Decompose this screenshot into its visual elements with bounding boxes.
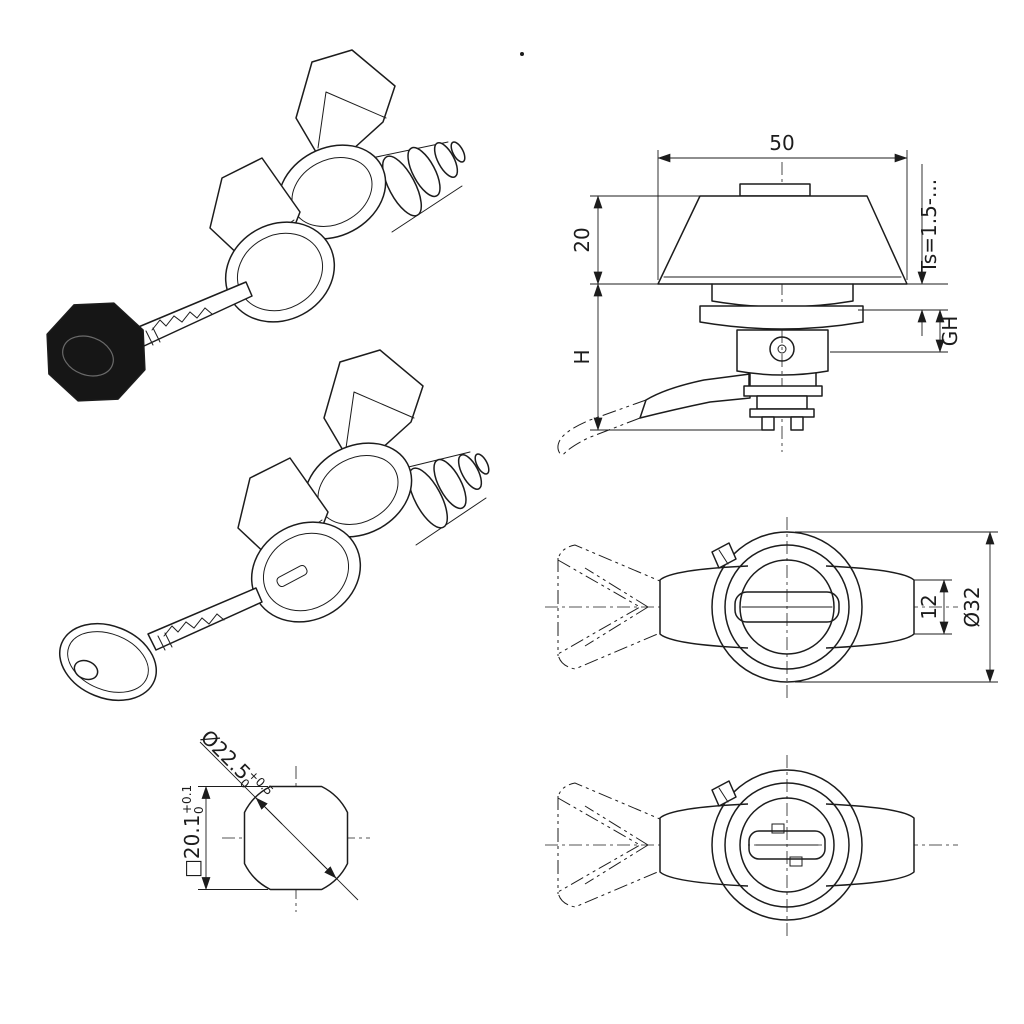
key-ring-hole bbox=[73, 659, 99, 681]
cam-lever-phantom bbox=[557, 399, 647, 457]
stray-dot bbox=[520, 52, 524, 56]
nut bbox=[743, 385, 823, 397]
index-tab bbox=[711, 780, 737, 807]
iso-view-key-inserted bbox=[46, 49, 466, 402]
dim-group-square: □20.1 +0.1 0 bbox=[180, 785, 206, 878]
outer-circle bbox=[711, 769, 863, 921]
top-plan-view: 12 Ø32 bbox=[545, 517, 998, 702]
wing-right bbox=[825, 803, 915, 887]
knob-collar bbox=[711, 283, 854, 308]
key-teeth bbox=[151, 307, 213, 331]
key-inserted bbox=[46, 281, 253, 402]
side-elevation-view: 50 20 H Ts=1.5-... GH bbox=[557, 131, 962, 457]
knob-profile bbox=[657, 195, 908, 285]
knob-top-ridge bbox=[739, 183, 811, 197]
wing-knob bbox=[237, 349, 424, 559]
key-separate bbox=[58, 587, 263, 702]
dim-group-hole-diameter: Ø22.5 +0.5 0 bbox=[196, 725, 276, 798]
wing-left bbox=[659, 565, 749, 649]
cam-plate bbox=[749, 408, 815, 418]
dim-label-width-50: 50 bbox=[769, 131, 794, 155]
cutout-detail-view: Ø22.5 +0.5 0 □20.1 +0.1 0 bbox=[180, 725, 370, 912]
lock-rear-stack bbox=[387, 451, 490, 546]
key-slot bbox=[748, 830, 826, 860]
dim-label-knob-height-20: 20 bbox=[570, 227, 594, 252]
housing-body bbox=[736, 329, 829, 376]
index-pin bbox=[769, 336, 795, 362]
dim-label-outer-diameter: Ø32 bbox=[960, 586, 984, 627]
front-plan-view bbox=[545, 755, 958, 940]
key-shaft bbox=[147, 587, 263, 651]
key-shaft bbox=[135, 281, 253, 347]
key-head bbox=[58, 622, 158, 702]
dim-label-height-H: H bbox=[570, 349, 594, 364]
cam-lever bbox=[639, 373, 751, 419]
dimension-line-dia225 bbox=[309, 851, 337, 879]
dim-label-square: □20.1 bbox=[180, 815, 204, 878]
grip-slot bbox=[734, 591, 840, 623]
dim-label-panel-thickness: Ts=1.5-... bbox=[917, 179, 941, 274]
key-head-black bbox=[46, 302, 146, 402]
dim-label-wing-thickness-12: 12 bbox=[917, 594, 941, 619]
lock-rear-stack bbox=[361, 141, 466, 233]
flange bbox=[699, 305, 864, 330]
outer-circle bbox=[711, 531, 863, 683]
dim-label-grip-height: GH bbox=[938, 316, 962, 347]
index-tab bbox=[711, 542, 737, 569]
dim-label-square-tol-lower: 0 bbox=[192, 806, 206, 814]
dim-label-square-tol-upper: +0.1 bbox=[180, 785, 194, 814]
wing-right bbox=[825, 565, 915, 649]
key-teeth bbox=[163, 613, 225, 637]
iso-view-key-separate bbox=[58, 349, 490, 702]
key-slot bbox=[276, 564, 308, 588]
wing-left bbox=[659, 803, 749, 887]
